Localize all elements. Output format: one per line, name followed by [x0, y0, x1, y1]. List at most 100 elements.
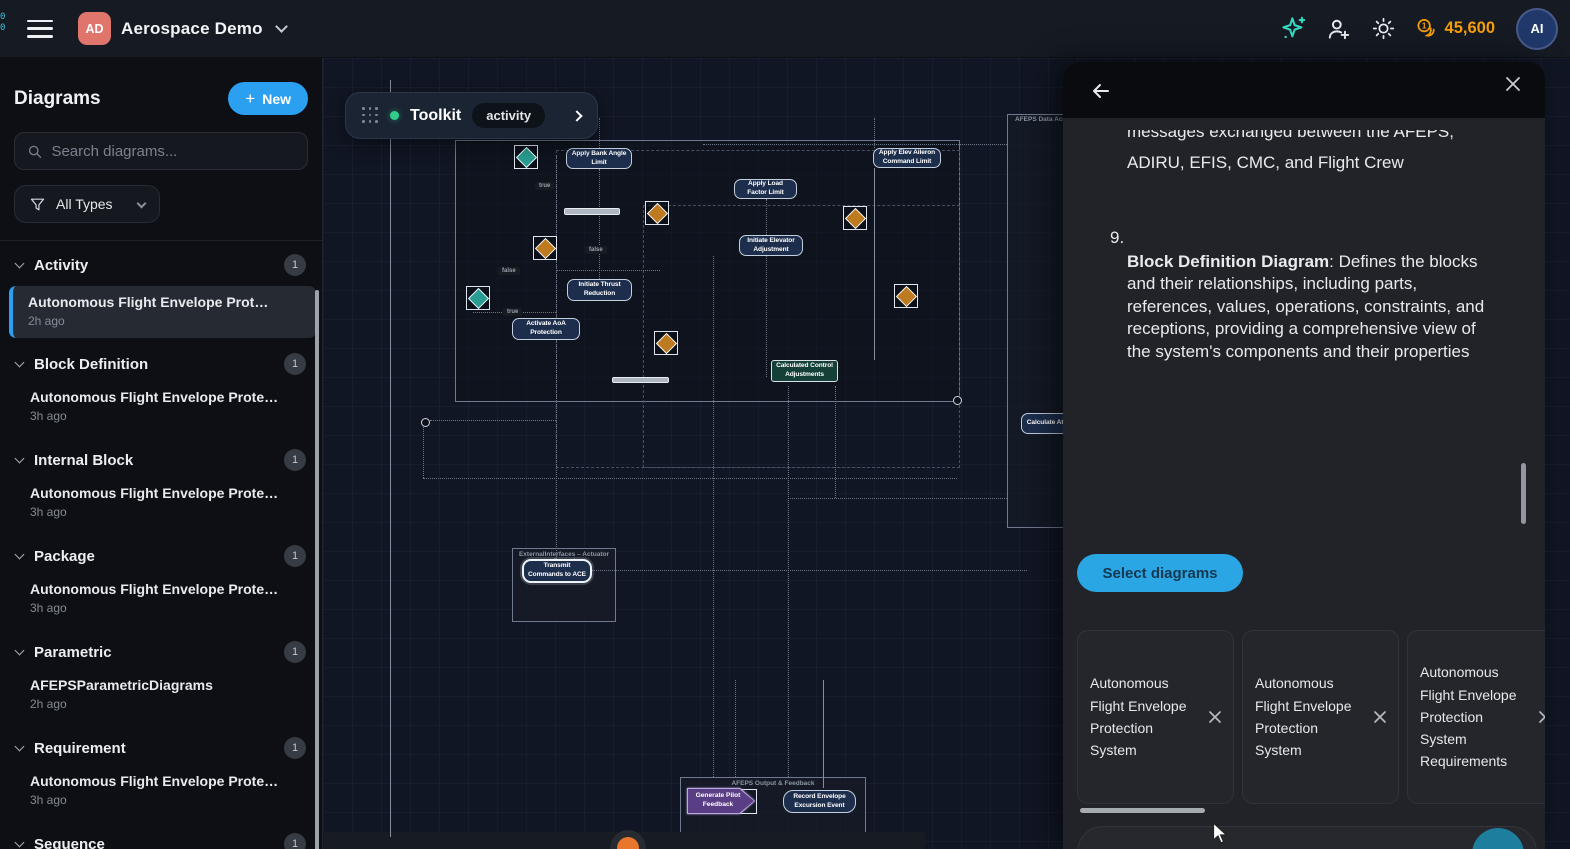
section-label: Activity	[34, 256, 89, 274]
menu-icon[interactable]	[27, 19, 53, 38]
flow-endpoint-node[interactable]	[421, 418, 430, 427]
diagram-list-item[interactable]: Autonomous Flight Envelope Prot… 2h ago	[9, 286, 316, 338]
connector-line	[788, 498, 1007, 499]
fork-join-bar[interactable]	[612, 377, 669, 383]
edge-guard-label: false	[498, 267, 520, 275]
connector-line	[423, 478, 957, 479]
decision-node[interactable]	[533, 236, 557, 260]
activity-node[interactable]: Transmit Commands to ACE	[522, 559, 592, 583]
decision-node[interactable]	[645, 201, 669, 225]
chat-input[interactable]	[1077, 826, 1537, 849]
search-input[interactable]	[51, 142, 295, 160]
search-box[interactable]	[14, 132, 308, 170]
decision-node[interactable]	[514, 145, 538, 169]
container-label: AFEPS Data Acq...	[1015, 116, 1072, 123]
canvas-action-fab[interactable]	[617, 837, 639, 849]
diagram-list-item[interactable]: Autonomous Flight Envelope Prote…3h ago	[0, 383, 322, 436]
activity-node[interactable]: Calculated Control Adjustments	[771, 360, 838, 382]
orange-diamond-icon	[646, 202, 668, 224]
decision-node[interactable]	[654, 331, 678, 355]
connector-line	[599, 169, 600, 279]
activity-node-send[interactable]: Generate Pilot Feedback	[687, 788, 755, 814]
activity-node[interactable]: Apply Elev Aileron Command Limit	[873, 148, 941, 168]
send-button[interactable]	[1472, 828, 1524, 849]
diagram-card-title: Autonomous Flight Envelope Protection Sy…	[1090, 675, 1187, 759]
decision-node[interactable]	[843, 206, 867, 230]
diagram-card[interactable]: Autonomous Flight Envelope Protection Sy…	[1242, 630, 1399, 804]
connector-line	[766, 199, 767, 235]
diagram-item-title: Autonomous Flight Envelope Prot…	[28, 294, 269, 310]
connector-line	[713, 256, 714, 777]
theme-sun-icon[interactable]	[1370, 15, 1398, 43]
message-line: ADIRU, EFIS, CMC, and Flight Crew	[1127, 153, 1404, 172]
card-close-icon[interactable]	[1372, 709, 1388, 725]
drag-handle-icon[interactable]	[362, 107, 379, 124]
card-close-icon[interactable]	[1207, 709, 1223, 725]
diagram-item-time: 3h ago	[30, 505, 67, 519]
activity-node[interactable]: Apply Load Factor Limit	[734, 179, 797, 199]
diagram-list-item[interactable]: Autonomous Flight Envelope Prote…3h ago	[0, 767, 322, 820]
list-number: 9.	[1110, 228, 1125, 247]
fork-join-bar[interactable]	[564, 208, 620, 215]
connector-line	[766, 256, 767, 377]
close-icon[interactable]	[1503, 74, 1523, 94]
new-diagram-button[interactable]: + New	[228, 82, 308, 115]
chevron-down-icon	[14, 453, 25, 464]
chevron-down-icon[interactable]	[274, 20, 288, 33]
chevron-down-icon	[14, 837, 25, 848]
flow-endpoint-node[interactable]	[953, 396, 962, 405]
activity-node[interactable]: Apply Bank Angle Limit	[566, 148, 632, 169]
diagram-card[interactable]: Autonomous Flight Envelope Protection Sy…	[1077, 630, 1234, 804]
diagram-item-title: Autonomous Flight Envelope Prote…	[30, 581, 279, 597]
plus-icon: +	[245, 89, 256, 108]
activity-node[interactable]: Activate AoA Protection	[512, 318, 580, 340]
workspace-badge[interactable]: AD	[78, 12, 111, 45]
decision-node[interactable]	[466, 286, 490, 310]
diagram-list-item[interactable]: Autonomous Flight Envelope Prote…3h ago	[0, 575, 322, 628]
credits-display[interactable]: 1 45,600	[1415, 17, 1495, 40]
diagram-item-time: 2h ago	[28, 314, 65, 328]
connector-line	[592, 570, 1027, 571]
add-user-icon[interactable]	[1325, 15, 1353, 43]
orange-diamond-icon	[655, 332, 677, 354]
node-label: Generate Pilot Feedback	[688, 789, 754, 813]
cards-horizontal-scrollbar[interactable]	[1080, 808, 1205, 813]
chevron-down-icon	[136, 198, 147, 208]
toolkit-mode-pill[interactable]: activity	[472, 103, 546, 128]
back-icon[interactable]	[1089, 79, 1113, 103]
status-dot-icon	[390, 111, 399, 120]
sparkle-icon[interactable]	[1280, 15, 1308, 43]
search-icon	[28, 145, 42, 158]
user-avatar[interactable]: AI	[1516, 7, 1558, 50]
panel-vertical-scrollbar[interactable]	[1521, 463, 1526, 524]
sidebar-title: Diagrams	[14, 87, 101, 109]
diagram-card[interactable]: Autonomous Flight Envelope Protection Sy…	[1407, 630, 1545, 804]
activity-node[interactable]: Initiate Elevator Adjustment	[739, 235, 803, 256]
activity-node[interactable]: Initiate Thrust Reduction	[567, 279, 632, 301]
diagram-list-item[interactable]: Autonomous Flight Envelope Prote…3h ago	[0, 479, 322, 532]
sidebar-scrollbar[interactable]	[315, 290, 319, 849]
chevron-right-icon[interactable]	[571, 109, 583, 122]
svg-text:1: 1	[1421, 22, 1426, 31]
card-close-icon[interactable]	[1537, 709, 1545, 725]
decision-node[interactable]	[894, 284, 918, 308]
section-count-badge: 1	[284, 545, 306, 567]
section-count-badge: 1	[284, 449, 306, 471]
activity-node[interactable]: Record Envelope Excursion Event	[783, 790, 856, 813]
type-filter-dropdown[interactable]: All Types	[14, 185, 160, 223]
select-diagrams-button[interactable]: Select diagrams	[1077, 554, 1243, 592]
activity-node[interactable]: Calculate Atti	[1021, 413, 1073, 434]
